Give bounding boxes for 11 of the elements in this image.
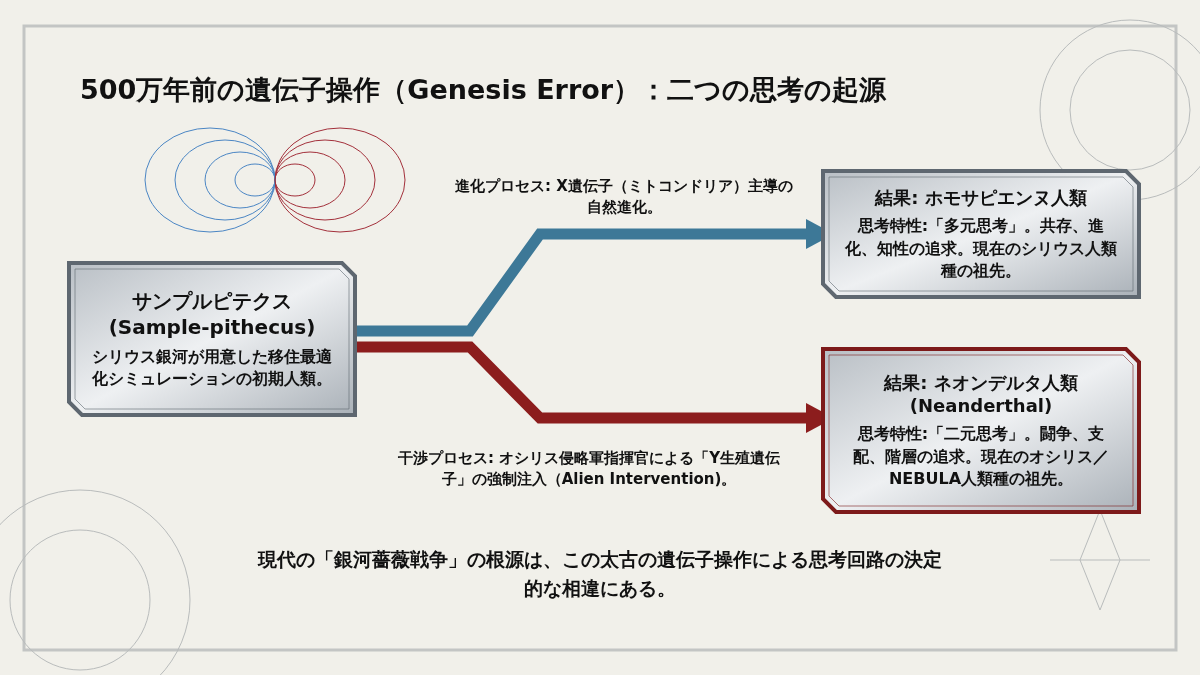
process-box — [822, 348, 1140, 513]
box-heading: サンプルピテクス (Sample-pithecus) — [107, 287, 317, 340]
title: 500万年前の遺伝子操作（Genesis Error）：二つの思考の起源 — [80, 73, 887, 107]
box-text: 思考特性:「二元思考」。闘争、支配、階層の追求。現在のオシリス／NEBULA人類種の祖先。 — [852, 423, 1110, 491]
process-box — [822, 170, 1140, 298]
box-text: シリウス銀河が用意した移住最適化シミュレーションの初期人類。 — [91, 345, 333, 390]
box-heading: 結果: ホモサピエンヌ人類 — [875, 185, 1087, 210]
process-box — [68, 262, 356, 416]
caption: 現代の「銀河薔薇戦争」の根源は、この太古の遺伝子操作による思考回路の決定的な相違にある。 — [256, 547, 943, 601]
box-text: 思考特性:「多元思考」。共存、進化、知性の追求。現在のシリウス人類種の祖先。 — [844, 215, 1118, 282]
box-heading: 結果: ネオンデルタ人類 (Neanderthal) — [882, 370, 1079, 418]
